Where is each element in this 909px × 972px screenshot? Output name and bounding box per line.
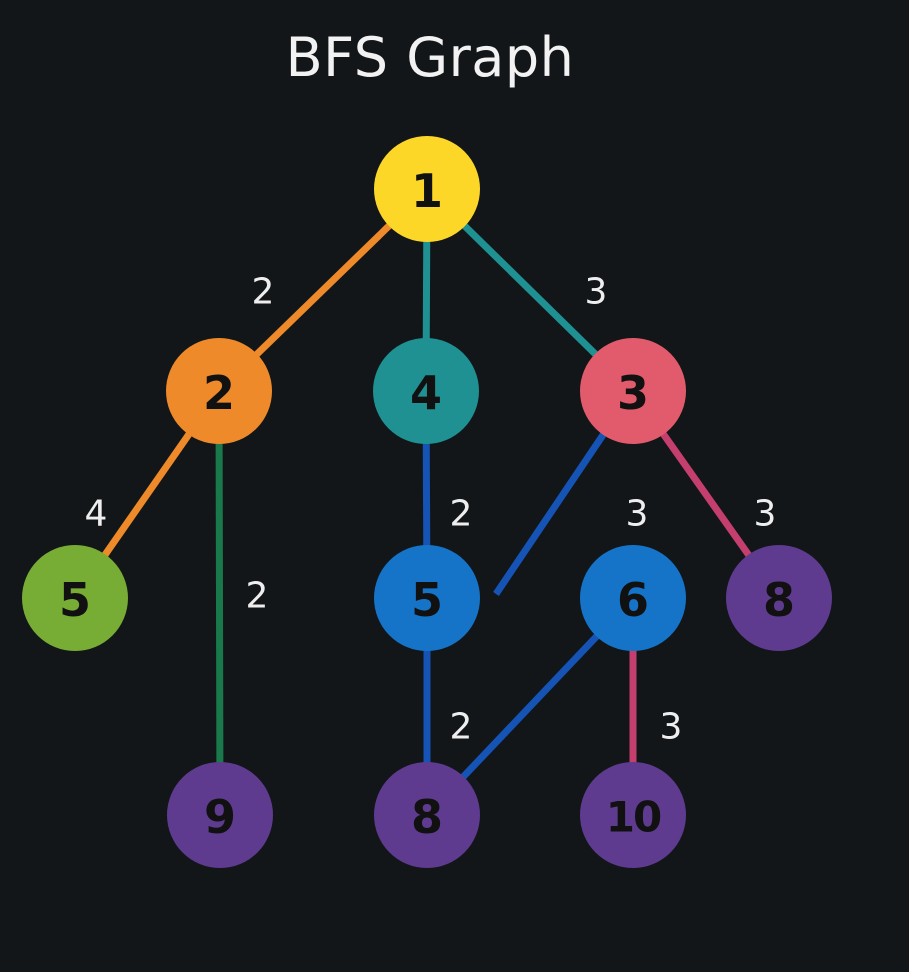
edge-weight-n5b-n8b: 2 bbox=[450, 707, 473, 748]
node-n3: 3 bbox=[580, 338, 686, 444]
edge-n3-n5b bbox=[493, 430, 608, 596]
node-n8b: 8 bbox=[374, 762, 480, 868]
node-n6: 6 bbox=[580, 545, 686, 651]
edge-weight-n4-n5b: 2 bbox=[450, 494, 473, 535]
node-circle-n5a bbox=[22, 545, 128, 651]
node-label-n5b: 5 bbox=[411, 573, 443, 627]
node-circle-n10 bbox=[580, 762, 686, 868]
edge-weight-n2-n9: 2 bbox=[246, 576, 269, 617]
node-label-n3: 3 bbox=[617, 366, 649, 420]
edge-n2-n9 bbox=[215, 390, 224, 816]
edge-weight-n6-n10: 3 bbox=[660, 707, 683, 748]
node-n9: 9 bbox=[167, 762, 273, 868]
node-circle-n2 bbox=[166, 338, 272, 444]
node-circle-n9 bbox=[167, 762, 273, 868]
node-circle-n5b bbox=[374, 545, 480, 651]
node-label-n2: 2 bbox=[203, 366, 235, 420]
node-label-n6: 6 bbox=[617, 573, 649, 627]
node-label-n5a: 5 bbox=[59, 573, 91, 627]
node-n2: 2 bbox=[166, 338, 272, 444]
node-n10: 10 bbox=[580, 762, 686, 868]
node-label-n1: 1 bbox=[411, 164, 443, 218]
node-label-n4: 4 bbox=[410, 366, 442, 420]
node-circle-n8b bbox=[374, 762, 480, 868]
node-circle-n8a bbox=[726, 545, 832, 651]
edge-weight-w6: 3 bbox=[626, 494, 649, 535]
node-circle-n4 bbox=[373, 338, 479, 444]
node-label-n10: 10 bbox=[606, 793, 661, 842]
edge-weights-layer: 2 3 4 2 2 3 2 3 3 bbox=[85, 272, 777, 748]
node-circle-n3 bbox=[580, 338, 686, 444]
node-circle-n6 bbox=[580, 545, 686, 651]
node-circle-n1 bbox=[374, 136, 480, 242]
node-n5b: 5 bbox=[374, 545, 480, 651]
node-label-n8b: 8 bbox=[411, 790, 443, 844]
node-n4: 4 bbox=[373, 338, 479, 444]
node-n5a: 5 bbox=[22, 545, 128, 651]
edge-weight-n1-n3: 3 bbox=[585, 272, 608, 313]
graph-title: BFS Graph bbox=[285, 26, 575, 89]
node-label-n9: 9 bbox=[204, 790, 236, 844]
edge-weight-n1-n2: 2 bbox=[252, 272, 275, 313]
edge-weight-n2-n5a: 4 bbox=[85, 494, 108, 535]
node-label-n8a: 8 bbox=[763, 573, 795, 627]
nodes-layer: 1 2 4 3 5 5 6 8 9 8 10 bbox=[22, 136, 832, 868]
node-n8a: 8 bbox=[726, 545, 832, 651]
edge-weight-n3-n8a: 3 bbox=[754, 494, 777, 535]
node-n1: 1 bbox=[374, 136, 480, 242]
